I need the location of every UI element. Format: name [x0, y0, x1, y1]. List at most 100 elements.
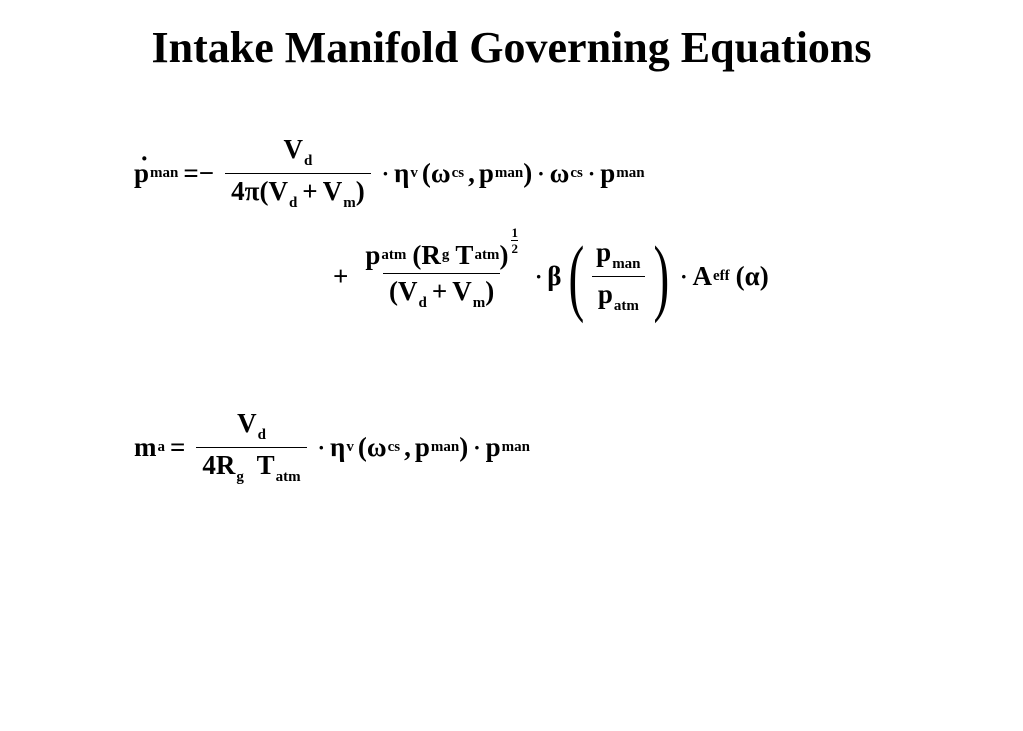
dot-operator: · — [537, 160, 545, 186]
subscript-atm: atm — [613, 298, 639, 315]
number-4: 4 — [202, 450, 216, 480]
exponent-one-half: 1 2 — [511, 226, 518, 255]
subscript-a: a — [157, 439, 166, 455]
subscript-d: d — [257, 427, 266, 443]
symbol-omega: ω — [430, 158, 451, 188]
subscript-g: g — [236, 469, 244, 485]
subscript-man: man — [150, 165, 179, 181]
subscript-m: m — [343, 195, 356, 211]
dot-operator: · — [317, 434, 325, 460]
subscript-v: v — [410, 165, 418, 181]
denominator: (Vd+Vm) — [383, 273, 501, 312]
symbol-eta: η — [394, 158, 410, 188]
big-left-paren: ( — [567, 228, 584, 324]
subscript-atm: atm — [474, 247, 500, 264]
subscript-man: man — [494, 165, 524, 181]
subscript-v: v — [346, 439, 354, 455]
number-4: 4 — [231, 176, 245, 206]
left-paren: ( — [259, 176, 269, 206]
page-title: Intake Manifold Governing Equations — [151, 23, 872, 72]
symbol-v: V — [322, 176, 343, 206]
symbol-p: p — [485, 432, 501, 462]
subscript-cs: cs — [570, 165, 583, 181]
symbol-p: p — [596, 237, 612, 268]
symbol-p: p — [597, 279, 613, 310]
equation-manifold-pressure-line1: p man =− Vd 4π(Vd+Vm) · ηv (ωcs,pman) · … — [134, 136, 645, 211]
subscript-eff: eff — [713, 268, 730, 285]
subscript-man: man — [501, 439, 530, 455]
symbol-p: p — [478, 158, 494, 188]
equals: = — [170, 432, 186, 462]
right-paren: ) — [523, 158, 533, 188]
symbol-alpha: α — [744, 261, 760, 292]
subscript-atm: atm — [275, 469, 301, 485]
dot-operator: · — [587, 160, 596, 186]
symbol-t: T — [256, 450, 275, 480]
right-paren: ) — [485, 276, 495, 307]
subscript-g: g — [441, 247, 450, 264]
symbol-p: p — [365, 240, 381, 271]
subscript-cs: cs — [387, 439, 401, 455]
left-paren: ( — [389, 276, 399, 307]
comma: , — [404, 432, 411, 462]
plus: + — [431, 276, 448, 307]
numerator: Vd — [231, 410, 272, 447]
symbol-v: V — [398, 276, 418, 307]
dot-operator: · — [381, 160, 390, 186]
symbol-beta: β — [547, 261, 562, 292]
symbol-omega: ω — [549, 158, 570, 188]
comma: , — [468, 158, 475, 188]
right-paren: ) — [759, 261, 769, 292]
symbol-r: R — [215, 450, 236, 480]
symbol-v: V — [283, 134, 304, 164]
dot-operator: · — [473, 434, 481, 460]
subscript-d: d — [304, 153, 313, 169]
dot-operator: · — [680, 263, 688, 289]
subscript-man: man — [430, 439, 460, 455]
symbol-m: m — [134, 432, 157, 462]
right-paren: ) — [355, 176, 365, 206]
right-paren: ) — [499, 240, 509, 271]
denominator: patm — [591, 276, 645, 315]
fraction-vd-over-4rgt: Vd 4Rg Tatm — [196, 410, 307, 485]
subscript-cs: cs — [451, 165, 465, 181]
symbol-r: R — [421, 240, 441, 271]
subscript-d: d — [288, 195, 298, 211]
number-1: 1 — [511, 225, 518, 241]
denominator: 4π(Vd+Vm) — [225, 173, 371, 211]
plus: + — [333, 261, 349, 292]
dot-operator: · — [534, 263, 543, 289]
symbol-p: p — [414, 432, 430, 462]
subscript-atm: atm — [381, 247, 407, 264]
symbol-t: T — [455, 240, 474, 271]
symbol-pi: π — [244, 176, 260, 206]
left-paren: ( — [357, 432, 367, 462]
fraction-pressure-ratio: pman patm — [590, 239, 646, 314]
symbol-p: p — [600, 158, 616, 188]
p-dot-symbol: p — [134, 146, 149, 187]
symbol-v: V — [237, 408, 257, 438]
left-paren: ( — [412, 240, 422, 271]
symbol-a: A — [692, 261, 713, 292]
left-paren: ( — [735, 261, 745, 292]
numerator: pman — [590, 239, 646, 276]
subscript-man: man — [616, 165, 645, 181]
symbol-v: V — [268, 176, 288, 206]
symbol-omega: ω — [366, 432, 387, 462]
denominator: 4Rg Tatm — [196, 447, 307, 485]
fraction-vd-over-4pi: Vd 4π(Vd+Vm) — [225, 136, 371, 211]
equals-minus: =− — [183, 158, 215, 188]
left-paren: ( — [421, 158, 431, 188]
numerator: Vd — [278, 136, 319, 173]
subscript-d: d — [418, 295, 427, 312]
symbol-v: V — [452, 276, 472, 307]
plus: + — [302, 176, 318, 206]
subscript-m: m — [472, 295, 486, 312]
symbol-eta: η — [330, 432, 346, 462]
subscript-man: man — [612, 256, 641, 273]
big-right-paren: ) — [652, 228, 669, 324]
